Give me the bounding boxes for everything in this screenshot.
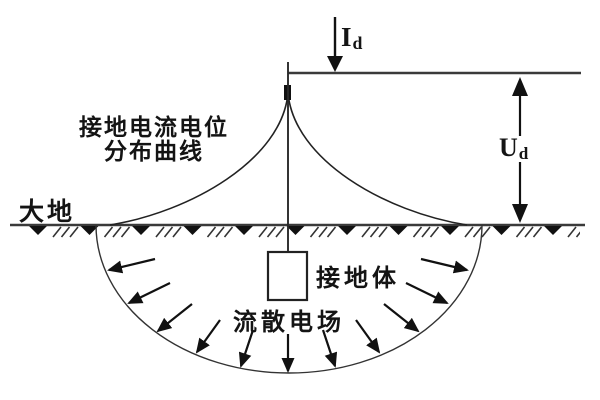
field-arrow [156, 303, 193, 333]
field-arrow [383, 303, 420, 333]
ground-hatch [28, 226, 580, 239]
field-arrow [127, 282, 171, 304]
current-arrow [327, 17, 343, 72]
curve-label-line2: 分布曲线 [104, 138, 204, 164]
curve-label: 接地电流电位 分布曲线 [58, 115, 250, 163]
field-arrow [355, 319, 381, 354]
field-arrow [238, 329, 255, 368]
field-arrow [107, 257, 156, 274]
voltage-subscript: d [518, 144, 529, 164]
curve-label-line1: 接地电流电位 [79, 114, 229, 140]
voltage-label: Ud [499, 133, 528, 164]
field-arrows [107, 257, 469, 373]
voltage-symbol: U [499, 133, 518, 162]
field-arrow [420, 257, 469, 274]
voltage-arrow [512, 77, 528, 223]
field-label: 流散电场 [233, 309, 345, 336]
electrode-label: 接地体 [316, 265, 400, 292]
current-label: Id [341, 22, 362, 54]
field-arrow [195, 319, 221, 354]
earth-label: 大地 [19, 198, 76, 226]
current-subscript: d [352, 33, 363, 54]
field-arrow [405, 282, 449, 304]
electrode-box [266, 250, 309, 302]
current-symbol: I [341, 22, 352, 52]
field-arrow [321, 329, 338, 368]
